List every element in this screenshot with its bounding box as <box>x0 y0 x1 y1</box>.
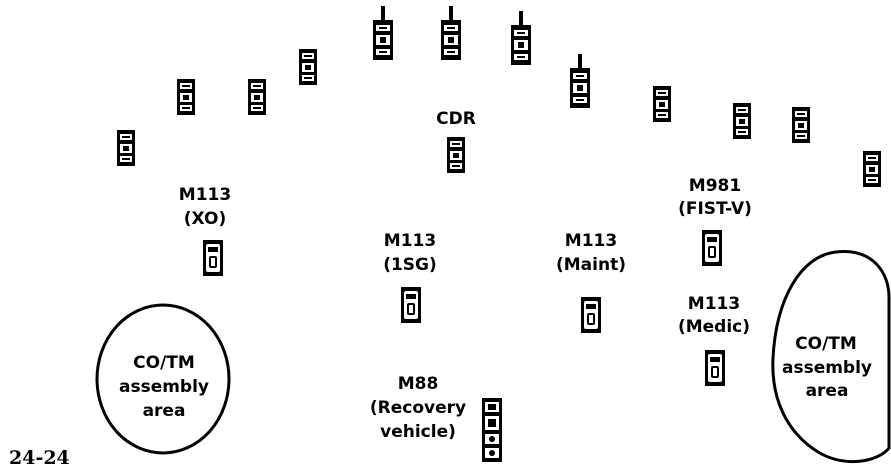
left-assembly-line1: CO/TM <box>133 353 195 373</box>
maint-label-line2: (Maint) <box>556 255 626 275</box>
left-assembly-line2: assembly <box>119 377 209 397</box>
right-assembly-line1: CO/TM <box>795 334 857 354</box>
recovery-vehicle-icon <box>482 398 502 462</box>
fist-label-line1: M981 <box>689 176 741 196</box>
tank-icon <box>511 11 531 65</box>
fist-label-line2: (FIST-V) <box>678 199 752 219</box>
recovery-label-line2: (Recovery <box>370 398 466 418</box>
maint-vehicle-icon <box>581 297 601 333</box>
tank-icon <box>117 130 135 166</box>
medic-label-line1: M113 <box>688 294 740 314</box>
isg-label-line2: (1SG) <box>383 255 437 275</box>
xo-label-line2: (XO) <box>184 209 227 229</box>
tank-icon <box>863 151 881 187</box>
left-assembly-line3: area <box>143 401 186 421</box>
tank-icon <box>441 6 461 60</box>
tank-icon <box>299 49 317 85</box>
tank-icon <box>792 107 810 143</box>
tank-icon <box>248 79 266 115</box>
medic-label-line2: (Medic) <box>678 317 750 337</box>
tank-icon <box>570 54 590 108</box>
recovery-label-line3: vehicle) <box>380 422 456 442</box>
isg-label-line1: M113 <box>384 231 436 251</box>
left-assembly-area: CO/TM assembly area <box>95 303 231 455</box>
isg-vehicle-icon <box>401 287 421 323</box>
xo-label-line1: M113 <box>179 185 231 205</box>
recovery-label-line1: M88 <box>398 374 439 394</box>
commander-tank-icon <box>447 137 465 173</box>
right-assembly-line3: area <box>806 381 849 401</box>
right-assembly-area: CO/TM assembly area <box>771 250 891 464</box>
right-assembly-line2: assembly <box>782 358 872 378</box>
tank-icon <box>733 103 751 139</box>
maint-label-line1: M113 <box>565 231 617 251</box>
tank-icon <box>653 86 671 122</box>
cdr-label: CDR <box>436 109 476 129</box>
medic-vehicle-icon <box>705 350 725 386</box>
tank-icon <box>177 79 195 115</box>
figure-number: 24-24 <box>9 447 70 469</box>
fist-vehicle-icon <box>702 230 722 266</box>
tank-icon <box>373 6 393 60</box>
xo-vehicle-icon <box>203 240 223 276</box>
